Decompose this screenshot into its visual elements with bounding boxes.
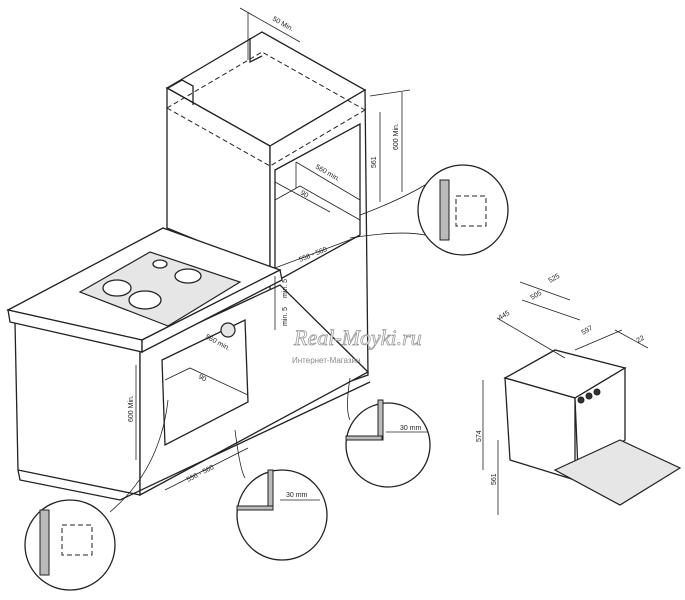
oven-depth-total-label: 525	[548, 273, 562, 285]
gas-hob	[78, 251, 242, 327]
oven-depth-body-label: 505	[530, 290, 544, 302]
detail-plinth-2: 30 mm	[345, 377, 431, 488]
burner	[102, 279, 132, 297]
base-back-gap-label: 90	[197, 374, 207, 384]
upper-niche-height-label: 561	[371, 156, 378, 168]
detail-vent-upper	[349, 164, 509, 256]
oven-height-label: 574	[476, 430, 483, 442]
watermark: Real-Moyki.ru Интернет-Магазин	[292, 325, 422, 365]
oven-lower-height-label: 561	[491, 473, 498, 485]
burner	[174, 268, 202, 284]
burner	[128, 290, 162, 310]
base-niche-height-label: 600 Min.	[128, 395, 135, 422]
plinth-gap-label-1: 30 mm	[286, 492, 308, 499]
upper-cabinet: 50 Min. 600 Min. 561 560 min. 90 558 - 5…	[165, 7, 411, 411]
oven-width-label: 597	[581, 325, 595, 337]
upper-back-gap-label: 90	[299, 190, 309, 200]
watermark-brand: Real-Moyki.ru	[293, 325, 422, 350]
base-cabinet-front	[139, 284, 370, 497]
oven-depth-inner-label: 445	[498, 310, 512, 322]
upper-top-gap-label: 50 Min.	[271, 16, 294, 34]
base-niche	[161, 318, 249, 447]
hob-clearance-label-1: min. 5	[282, 279, 289, 298]
hob-clearance-label-2: min. 5	[282, 307, 289, 326]
watermark-subtitle: Интернет-Магазин	[292, 356, 360, 365]
burner	[152, 259, 168, 269]
detail-plinth-1: 30 mm	[234, 429, 328, 561]
oven-door-open	[553, 439, 682, 506]
base-cabinet: 560 min. 90 600 Min. 556 - 560 min. 5 mi…	[6, 227, 371, 501]
plinth-gap-label-2: 30 mm	[400, 425, 422, 432]
oven-front-thickness-label: 22	[636, 335, 646, 345]
upper-height-label: 600 Min.	[393, 123, 400, 150]
oven: 445 505 525 597 22 574 561	[476, 273, 682, 515]
detail-vent-lower	[24, 399, 169, 591]
